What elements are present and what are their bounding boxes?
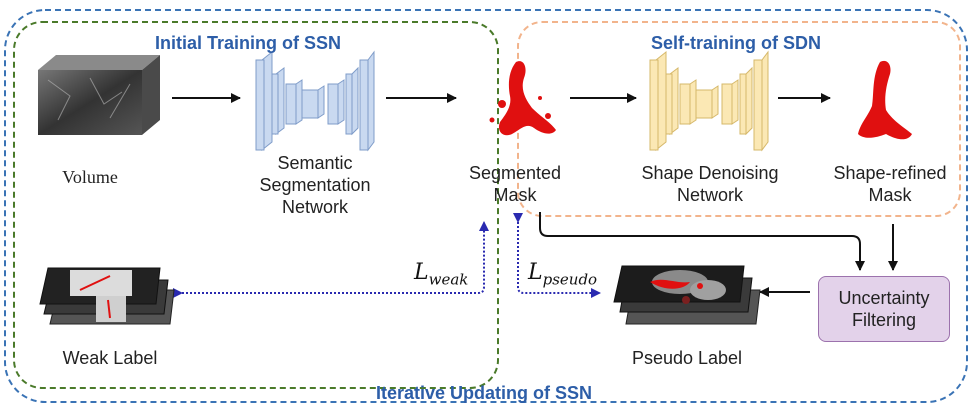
initial-training-region-border: [13, 21, 499, 389]
weak-label-caption: Weak Label: [62, 348, 158, 368]
volume-cube: [38, 55, 160, 135]
outer-region-border: [4, 9, 968, 403]
loss-pseudo-subscript: pseudo: [542, 270, 598, 289]
self-training-region-border: [517, 21, 961, 217]
shape-refined-mask-label: Shape-refined Mask: [833, 163, 947, 205]
pseudo-label-slices: [613, 265, 761, 325]
loss-weak-label: Lweak: [414, 260, 468, 288]
loss-weak-subscript: weak: [428, 270, 469, 289]
uncertainty-filtering-box: Uncertainty Filtering: [818, 276, 950, 342]
loss-arrow-pseudo: [513, 213, 601, 298]
loss-pseudo-label: Lpseudo: [528, 260, 597, 288]
weak-label-slices: [39, 267, 175, 325]
segmented-mask-label: Segmented Mask: [468, 163, 562, 205]
self-training-title: Self-training of SDN: [651, 33, 821, 53]
sdn-label: Shape Denoising Network: [641, 163, 779, 205]
uncertainty-filtering-label: Uncertainty Filtering: [838, 288, 930, 330]
pseudo-label-caption: Pseudo Label: [631, 348, 743, 368]
initial-training-title: Initial Training of SSN: [155, 33, 342, 53]
ssn-network-icon: [255, 50, 375, 152]
loss-weak-symbol: L: [414, 260, 429, 285]
segmented-mask-shape: [489, 61, 556, 136]
sdn-network-icon: [649, 50, 769, 152]
volume-label: Volume: [62, 167, 118, 187]
ssn-label: Semantic Segmentation Network: [259, 153, 371, 217]
shape-refined-mask-shape: [858, 60, 912, 140]
loss-arrow-weak: [173, 221, 489, 298]
loss-pseudo-symbol: L: [528, 260, 543, 285]
iterative-updating-title: Iterative Updating of SSN: [376, 383, 593, 403]
